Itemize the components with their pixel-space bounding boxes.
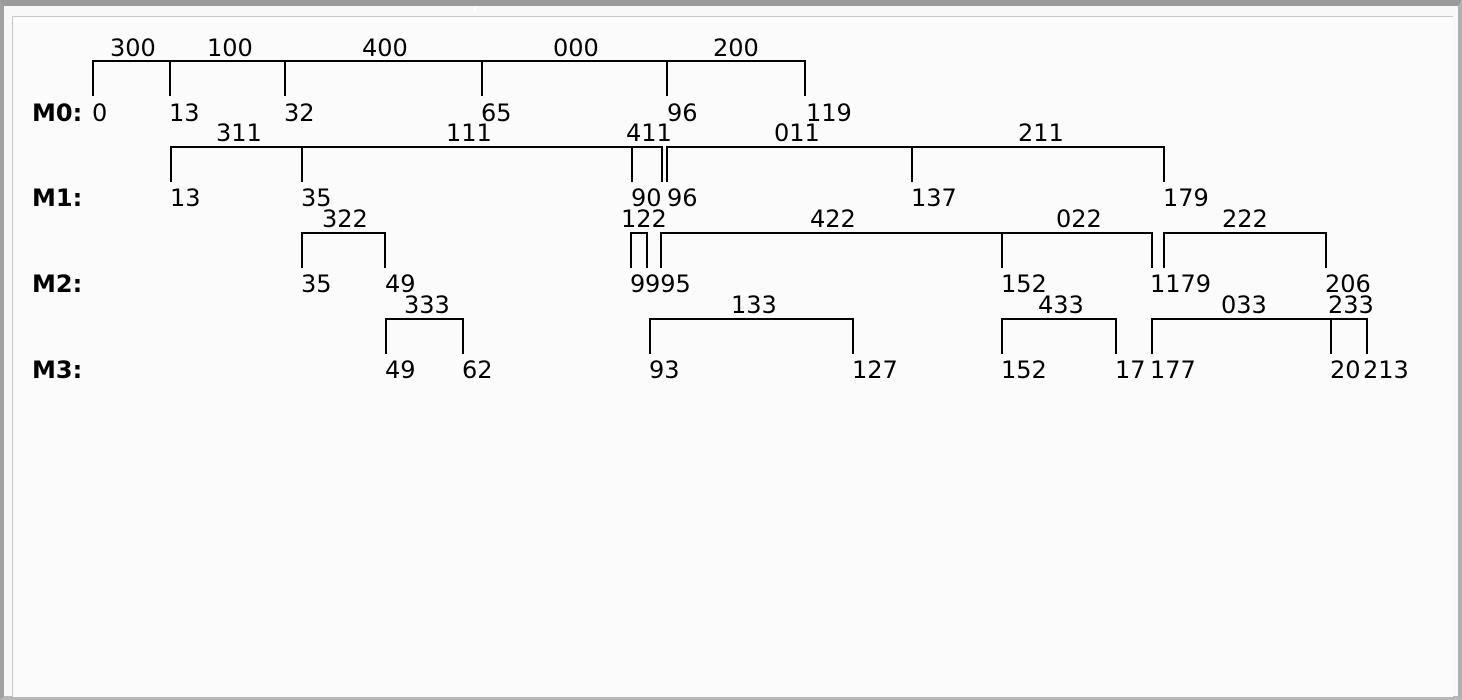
node-value: 1179: [1150, 270, 1211, 298]
node-value: 179: [1163, 184, 1209, 212]
node-value: 49: [385, 356, 416, 384]
row-m2: [301, 232, 1327, 268]
node-value: 62: [462, 356, 493, 384]
code-label: 411: [626, 119, 672, 147]
code-label: 233: [1328, 291, 1374, 319]
m0-codes: 300 100 400 000 200: [110, 34, 759, 62]
code-label: 322: [322, 205, 368, 233]
node-value: 65: [481, 99, 512, 127]
node-value: 49: [385, 270, 416, 298]
row-m3: [385, 318, 1368, 354]
border-notch: [474, 6, 476, 12]
node-value: 20: [1330, 356, 1361, 384]
code-label: 400: [362, 34, 408, 62]
node-value: 206: [1325, 270, 1371, 298]
row-label-m0: M0:: [32, 99, 82, 127]
node-value: 93: [649, 356, 680, 384]
m2-bar: [630, 232, 648, 268]
node-value: 17: [1115, 356, 1146, 384]
code-label: 011: [774, 119, 820, 147]
m1-bar: [666, 146, 1165, 182]
m2-bar: [660, 232, 1153, 268]
drawing-canvas: [12, 16, 1453, 697]
node-value: 152: [1001, 270, 1047, 298]
code-label: 333: [404, 291, 450, 319]
top-border: [4, 6, 1462, 12]
code-label: 100: [207, 34, 253, 62]
node-value: 9: [630, 270, 645, 298]
m0-bar: [92, 60, 806, 96]
code-label: 033: [1221, 291, 1267, 319]
node-value: 35: [301, 184, 332, 212]
m2-bar: [1163, 232, 1327, 268]
node-value: 152: [1001, 356, 1047, 384]
m3-values: 49 62 93 127 152 17 177 20 213: [385, 356, 1409, 384]
m3-codes: 333 133 433 033 233: [404, 291, 1374, 319]
node-value: 96: [667, 99, 698, 127]
m3-bar: [385, 318, 464, 354]
row-m1: [170, 146, 1165, 182]
m2-codes: 322 122 422 022 222: [322, 205, 1268, 233]
code-label: 111: [446, 119, 492, 147]
node-value: 119: [806, 99, 852, 127]
code-label: 122: [621, 205, 667, 233]
code-label: 222: [1222, 205, 1268, 233]
node-value: 0: [92, 99, 107, 127]
node-value: 995: [645, 270, 691, 298]
m0-values: 0 13 32 65 96 119: [92, 99, 852, 127]
node-value: 13: [170, 184, 201, 212]
m2-bar: [301, 232, 386, 268]
node-value: 90: [631, 184, 662, 212]
code-label: 000: [553, 34, 599, 62]
node-value: 32: [284, 99, 315, 127]
m1-bar: [170, 146, 633, 182]
node-value: 96: [667, 184, 698, 212]
m3-bar: [1001, 318, 1117, 354]
code-label: 300: [110, 34, 156, 62]
node-value: 137: [911, 184, 957, 212]
m3-bar: [1151, 318, 1332, 354]
m1-bar: [632, 146, 663, 182]
row-m0: [92, 60, 806, 96]
node-value: 127: [852, 356, 898, 384]
m1-codes: 311 111 411 011 211: [216, 119, 1064, 147]
row-labels: M0: M1: M2: M3:: [32, 99, 82, 384]
node-value: 177: [1150, 356, 1196, 384]
code-label: 311: [216, 119, 262, 147]
m2-values: 35 49 9 995 152 1179 206: [301, 270, 1371, 298]
code-label: 200: [713, 34, 759, 62]
node-value: 35: [301, 270, 332, 298]
m3-bar: [1331, 318, 1368, 354]
m1-values: 13 35 90 96 137 179: [170, 184, 1209, 212]
row-label-m2: M2:: [32, 270, 82, 298]
m3-bar: [649, 318, 854, 354]
code-label: 022: [1056, 205, 1102, 233]
row-label-m3: M3:: [32, 356, 82, 384]
code-label: 422: [810, 205, 856, 233]
row-label-m1: M1:: [32, 184, 82, 212]
code-label: 211: [1018, 119, 1064, 147]
node-value: 213: [1363, 356, 1409, 384]
code-label: 133: [731, 291, 777, 319]
code-label: 433: [1038, 291, 1084, 319]
node-value: 13: [169, 99, 200, 127]
